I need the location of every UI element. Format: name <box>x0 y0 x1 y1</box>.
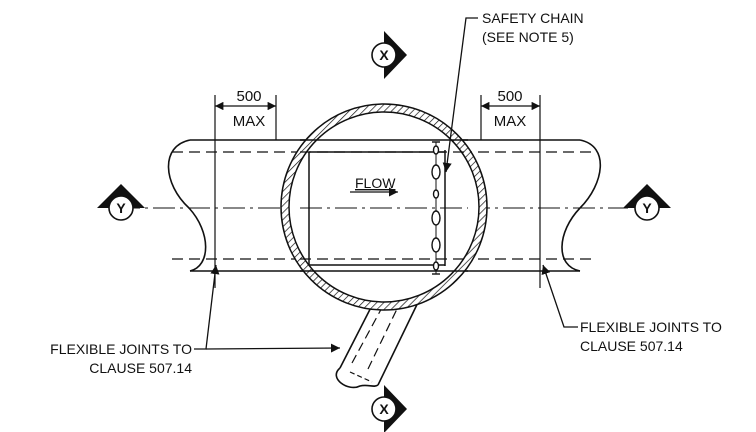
left-dimension-value: 500 <box>236 88 261 105</box>
right-pipe-break <box>561 139 602 272</box>
left-joint-label: FLEXIBLE JOINTS TO <box>50 341 192 357</box>
leader-lines <box>194 17 578 353</box>
dimension-lines <box>214 95 541 288</box>
right-dimension-unit: MAX <box>494 113 527 130</box>
left-joint-clause: CLAUSE 507.14 <box>89 360 192 376</box>
section-marker-top: X <box>371 31 407 79</box>
right-joint-label: FLEXIBLE JOINTS TO <box>580 319 722 335</box>
section-marker-right-label: Y <box>642 200 652 216</box>
section-marker-top-label: X <box>379 47 389 63</box>
safety-chain-label: SAFETY CHAIN <box>482 10 584 26</box>
section-marker-right: Y <box>623 184 671 221</box>
flow-label: FLOW <box>355 175 396 191</box>
section-marker-left: Y <box>97 184 145 221</box>
safety-chain-note: (SEE NOTE 5) <box>482 29 574 45</box>
left-pipe-break <box>167 139 207 272</box>
right-joint-clause: CLAUSE 507.14 <box>580 338 683 354</box>
safety-chain <box>431 141 441 275</box>
section-marker-bottom: X <box>371 385 407 432</box>
section-marker-bottom-label: X <box>379 401 389 417</box>
right-dimension-value: 500 <box>497 88 522 105</box>
manhole-inner <box>288 111 480 303</box>
left-dimension-unit: MAX <box>233 113 266 130</box>
section-marker-left-label: Y <box>116 200 126 216</box>
